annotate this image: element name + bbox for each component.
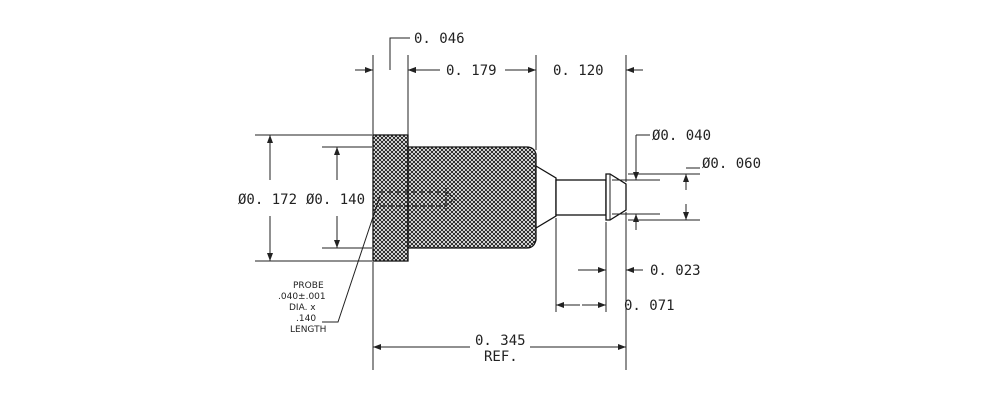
dim-text-046: 0. 046 bbox=[414, 31, 465, 47]
dim-text-023: 0. 023 bbox=[650, 263, 701, 279]
dim-text-345: 0. 345 bbox=[475, 333, 526, 349]
note-line-2: .040±.001 bbox=[278, 292, 326, 302]
pin-shaft bbox=[555, 179, 607, 216]
probe-note: PROBE .040±.001 DIA. x .140 LENGTH bbox=[278, 195, 381, 335]
note-line-5: LENGTH bbox=[290, 325, 326, 335]
dimension-dia-172: Ø0. 172 bbox=[238, 135, 297, 261]
dim-text-ref: REF. bbox=[484, 349, 518, 365]
knurled-body bbox=[407, 146, 537, 249]
note-line-1: PROBE bbox=[293, 281, 324, 291]
chamfer bbox=[535, 164, 557, 230]
dimension-023: 0. 023 bbox=[578, 263, 701, 279]
note-line-4: .140 bbox=[296, 314, 316, 324]
note-line-3: DIA. x bbox=[289, 303, 316, 313]
probe-hole-hidden bbox=[380, 188, 456, 210]
dimension-dia-140: Ø0. 140 bbox=[306, 147, 365, 248]
dim-text-179: 0. 179 bbox=[446, 63, 497, 79]
dimension-dia-060: Ø0. 060 bbox=[683, 156, 761, 220]
dimension-345-ref: 0. 345 REF. bbox=[373, 333, 626, 365]
dim-text-dia-060: Ø0. 060 bbox=[702, 156, 761, 172]
dim-text-120: 0. 120 bbox=[553, 63, 604, 79]
dim-text-dia-040: Ø0. 040 bbox=[652, 128, 711, 144]
dim-text-dia-172: Ø0. 172 bbox=[238, 192, 297, 208]
dimension-120: 0. 120 bbox=[553, 63, 643, 79]
flange-head bbox=[372, 134, 409, 262]
dim-text-071: 0. 071 bbox=[624, 298, 675, 314]
tip-flange bbox=[605, 173, 627, 221]
dimension-dia-040: Ø0. 040 bbox=[633, 128, 711, 230]
dimension-071: 0. 071 bbox=[556, 298, 675, 314]
dimension-179: 0. 179 bbox=[408, 63, 536, 79]
part-body bbox=[372, 134, 627, 262]
dim-text-dia-140: Ø0. 140 bbox=[306, 192, 365, 208]
